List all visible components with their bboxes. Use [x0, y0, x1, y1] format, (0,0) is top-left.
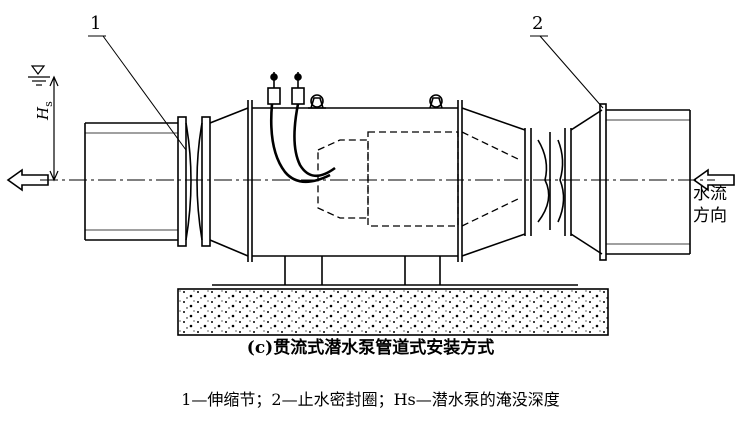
pump-barrel — [252, 100, 463, 262]
figure-caption: (c)贯流式潜水泵管道式安装方式 — [246, 338, 495, 358]
concrete-foundation — [177, 288, 609, 336]
expansion-joint — [177, 116, 211, 247]
pump-supports — [212, 256, 578, 286]
impeller — [537, 128, 572, 236]
flow-direction-label-1: 水流 — [693, 184, 727, 204]
depth-label: Hs — [34, 101, 55, 120]
seal-ring — [570, 103, 607, 261]
inlet-pipe — [606, 109, 691, 255]
reducer-right — [461, 107, 532, 257]
power-cables — [269, 103, 336, 184]
inflow-arrow — [692, 168, 735, 192]
flow-direction-label-2: 方向 — [693, 206, 727, 226]
water-level-symbol — [28, 65, 59, 182]
leader-1 — [102, 35, 187, 151]
lifting-lugs — [308, 94, 443, 109]
leader-2 — [539, 35, 604, 109]
outflow-arrow — [6, 168, 49, 192]
callout-1: 1 — [90, 13, 102, 34]
cable-glands — [267, 72, 305, 105]
pump-motor-body — [317, 131, 521, 227]
figure-legend: 1—伸缩节；2—止水密封圈；Hs—潜水泵的淹没深度 — [181, 390, 560, 409]
reducer-left — [209, 100, 253, 262]
callout-2: 2 — [532, 13, 544, 34]
outlet-pipe — [84, 122, 178, 241]
